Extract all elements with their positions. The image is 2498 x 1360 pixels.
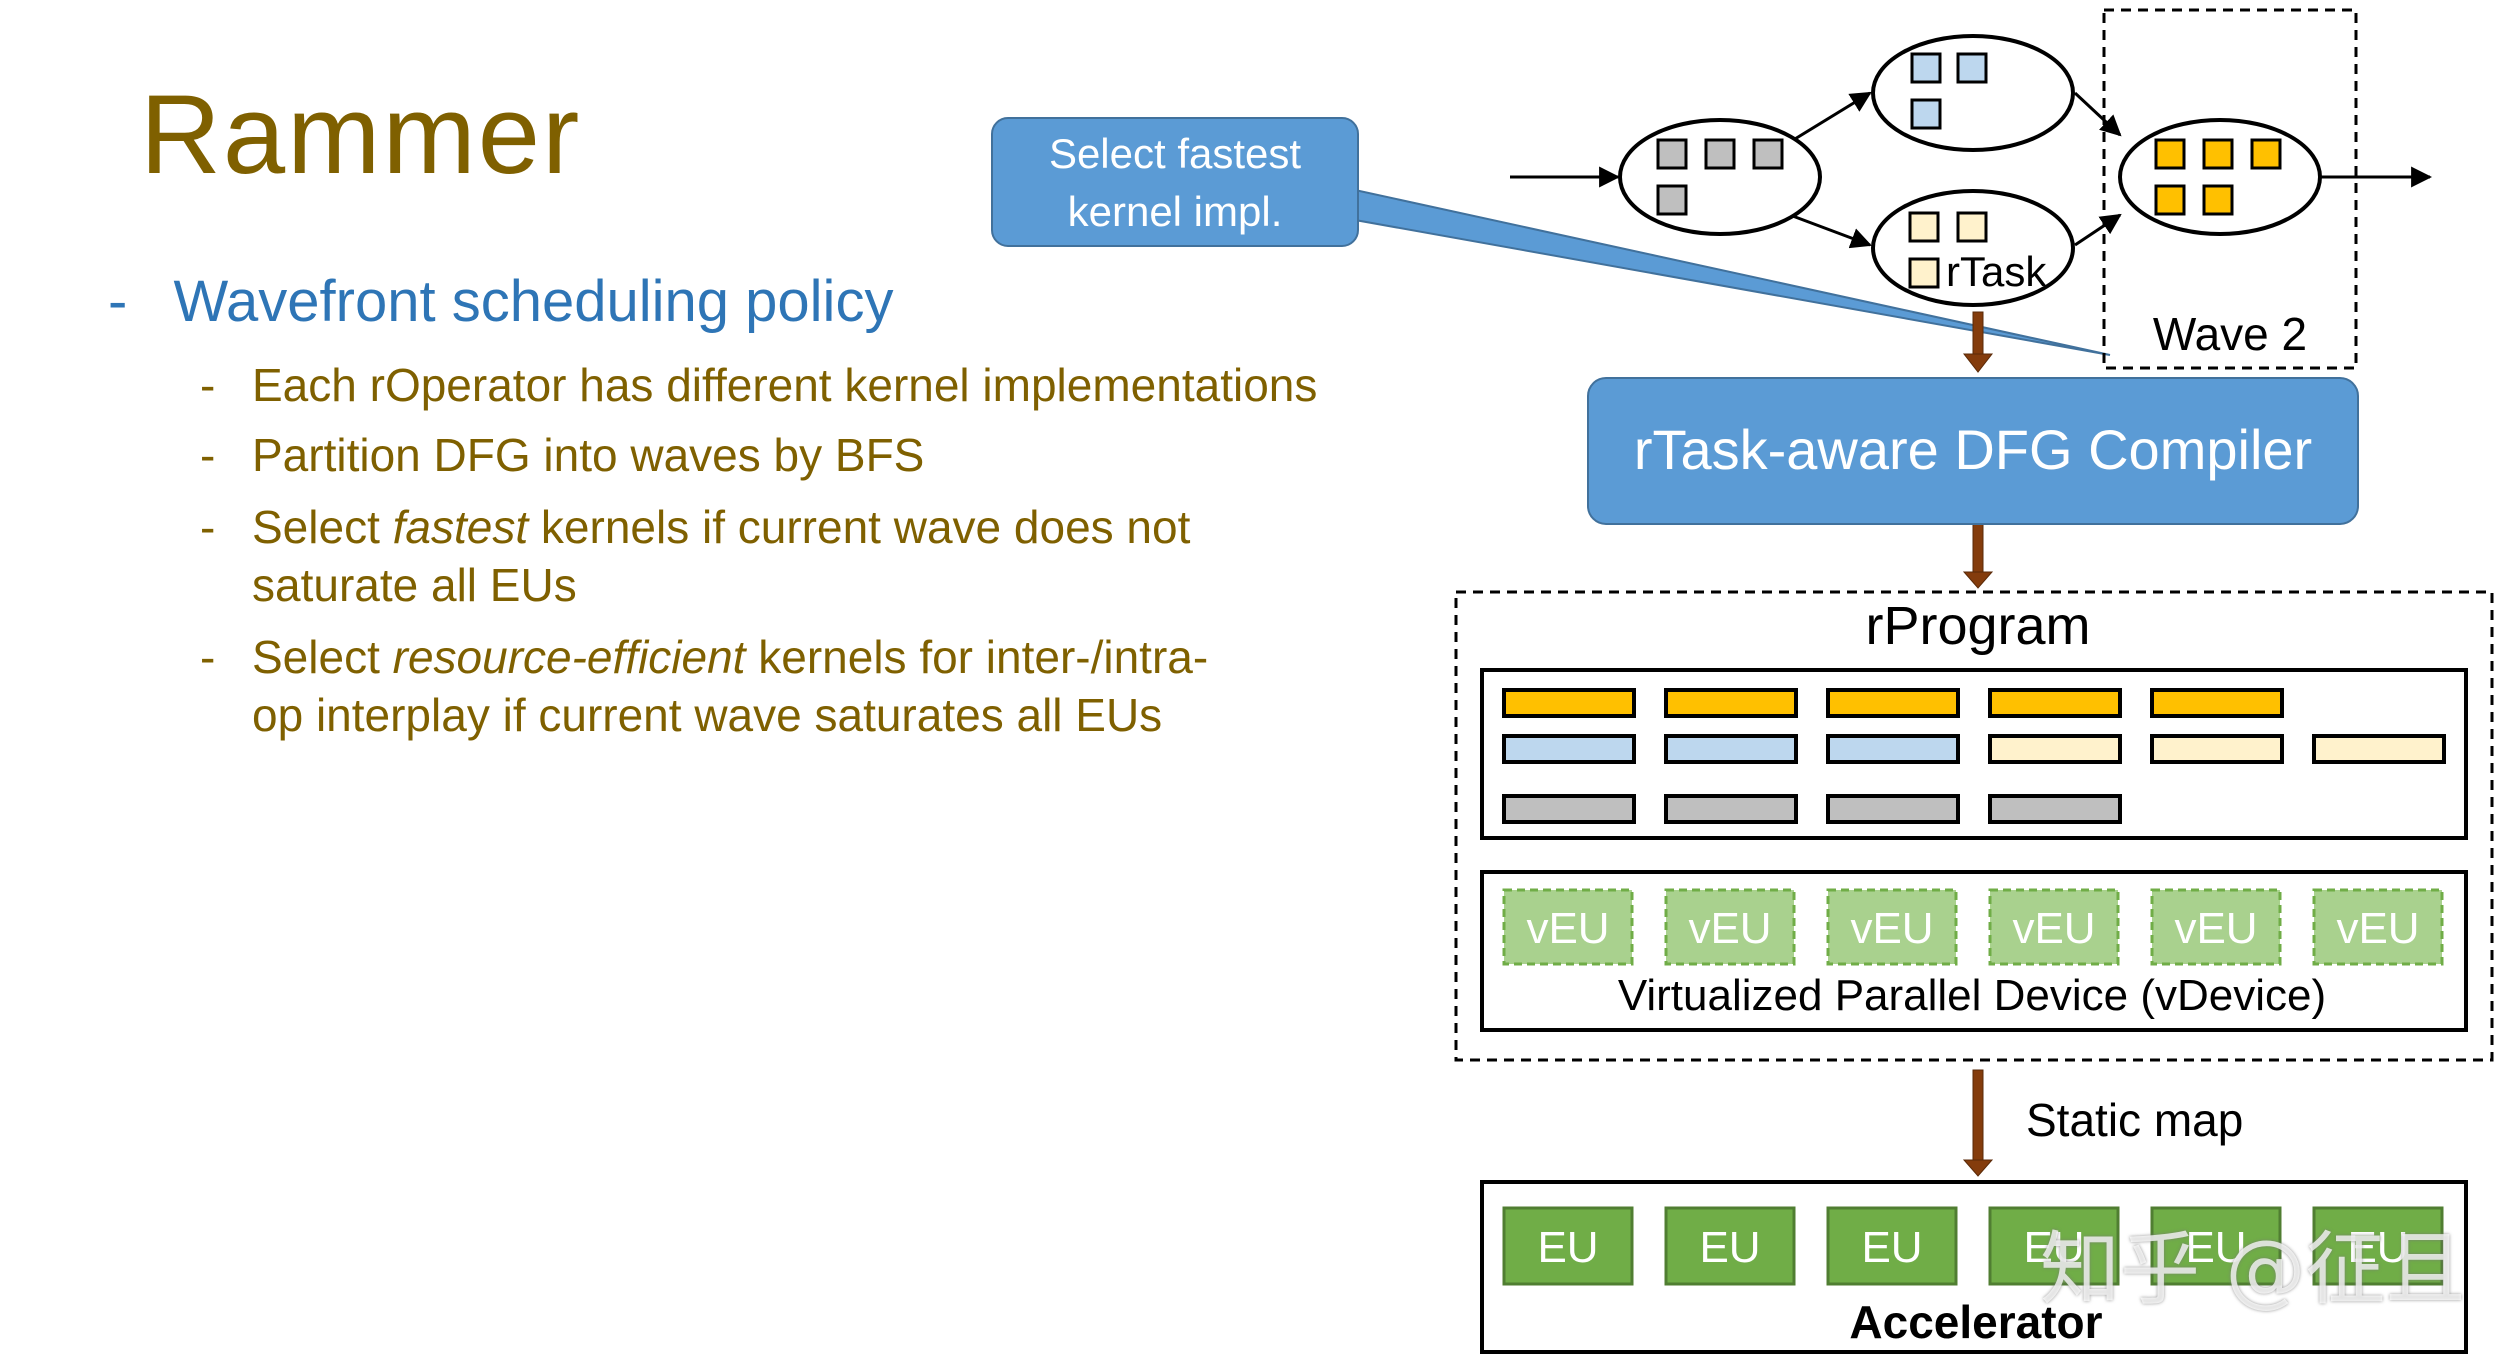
- callout-line2: kernel impl.: [1068, 188, 1283, 235]
- dfg-edges: [1510, 91, 2433, 249]
- veu-box: [1502, 888, 1634, 966]
- eu-box: [2312, 1206, 2444, 1286]
- rtask-bar: [1502, 794, 1636, 824]
- veu-label: vEU: [2336, 904, 2419, 953]
- dfg-node-blue: [1871, 34, 2075, 152]
- rprogram-title: rProgram: [1865, 596, 2090, 656]
- slide-title: Rammer: [140, 72, 582, 197]
- rtask-bar: [1826, 688, 1960, 718]
- rtask-bar: [2150, 688, 2284, 718]
- wave-box: [2102, 8, 2358, 370]
- rtask-bar: [1664, 688, 1798, 718]
- emphasis-text: resource-efficient: [392, 631, 746, 683]
- bullet-dash: -: [108, 269, 128, 334]
- eu-group: EU EU EU EU EU EU: [1502, 1206, 2444, 1286]
- rtask-bar: [1988, 794, 2122, 824]
- sub-bullet-text: Select resource-efficient kernels for in…: [252, 628, 1272, 744]
- dfg-node-input: [1618, 118, 1822, 236]
- rtask-bar: [1826, 794, 1960, 824]
- emphasis-text: fastest: [392, 501, 529, 553]
- rtask-bar: [1826, 734, 1960, 764]
- sub-bullet-text: Select fastest kernels if current wave d…: [252, 498, 1272, 614]
- compiler-box: [1587, 377, 2359, 525]
- wave-label: Wave 2: [2153, 308, 2307, 360]
- eu-box: [1988, 1206, 2120, 1286]
- eu-label: EU: [1699, 1223, 1760, 1272]
- sub-bullet-dash: -: [200, 501, 216, 553]
- sub-bullet-dash: -: [200, 429, 216, 481]
- dfg-node-yellow: rTask: [1871, 189, 2075, 307]
- eu-box: [2150, 1206, 2282, 1286]
- dfg-node-gold: [2118, 118, 2322, 236]
- veu-box: [1988, 888, 2120, 966]
- text-span: Select: [252, 631, 393, 683]
- eu-box: [1826, 1206, 1958, 1286]
- veu-label: vEU: [1850, 904, 1933, 953]
- text-span: Partition DFG into waves by BFS: [252, 429, 925, 481]
- eu-label: EU: [2347, 1223, 2408, 1272]
- rtask-bar: [2150, 734, 2284, 764]
- vdevice-label: Virtualized Parallel Device (vDevice): [1618, 971, 2326, 1020]
- veu-group: vEU vEU vEU vEU vEU vEU: [1502, 888, 2444, 966]
- text-span: Select: [252, 501, 393, 553]
- rtask-bar: [2312, 734, 2446, 764]
- eu-box: [1502, 1206, 1634, 1286]
- eu-label: EU: [2185, 1223, 2246, 1272]
- callout-line1: Select fastest: [1049, 130, 1301, 177]
- veu-box: [1664, 888, 1796, 966]
- rtask-panel: [1480, 668, 2468, 840]
- eu-label: EU: [1537, 1223, 1598, 1272]
- veu-box: [2312, 888, 2444, 966]
- sub-bullet-text: Partition DFG into waves by BFS: [252, 426, 1552, 484]
- accelerator-label: Accelerator: [1849, 1296, 2102, 1348]
- eu-label: EU: [2023, 1223, 2084, 1272]
- rtask-bars: [1502, 688, 2446, 824]
- rtask-label: rTask: [1946, 248, 2047, 295]
- rtask-bar: [1502, 734, 1636, 764]
- eu-box: [1664, 1206, 1796, 1286]
- rtask-bar: [1664, 794, 1798, 824]
- rtask-bar: [1988, 688, 2122, 718]
- rtask-bar: [1988, 734, 2122, 764]
- watermark: 知乎 @征且: [2040, 1223, 2466, 1316]
- veu-label: vEU: [1688, 904, 1771, 953]
- sub-bullet-dash: -: [200, 359, 216, 411]
- compiler-label: rTask-aware DFG Compiler: [1634, 418, 2312, 481]
- veu-label: vEU: [2174, 904, 2257, 953]
- text-span: kernels for inter-/intra- op interplay i…: [252, 631, 1209, 741]
- rtask-bar: [1502, 688, 1636, 718]
- vdevice-panel: [1480, 870, 2468, 1032]
- veu-box: [1826, 888, 1958, 966]
- callout-box: [991, 117, 1359, 247]
- bullet-text: Wavefront scheduling policy: [173, 269, 894, 334]
- rtask-bar: [1664, 734, 1798, 764]
- flow-arrows: [1962, 311, 1994, 1177]
- accelerator-panel: [1480, 1180, 2468, 1354]
- veu-label: vEU: [2012, 904, 2095, 953]
- static-map-label: Static map: [2026, 1094, 2243, 1146]
- text-span: kernels if current wave does not saturat…: [252, 501, 1191, 611]
- main-bullet: - Wavefront scheduling policy: [108, 268, 893, 335]
- veu-box: [2150, 888, 2282, 966]
- text-span: Each rOperator has different kernel impl…: [252, 359, 1318, 411]
- sub-bullet-text: Each rOperator has different kernel impl…: [252, 356, 1552, 414]
- sub-bullet-dash: -: [200, 631, 216, 683]
- eu-label: EU: [1861, 1223, 1922, 1272]
- veu-label: vEU: [1526, 904, 1609, 953]
